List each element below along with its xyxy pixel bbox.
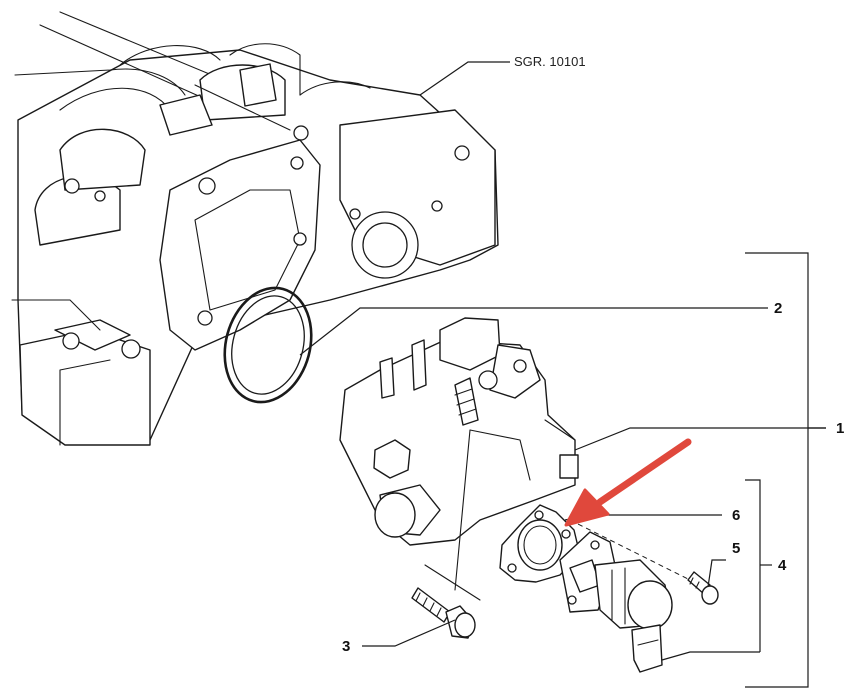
callout-6: 6	[732, 507, 740, 524]
reference-label: SGR. 10101	[514, 54, 586, 69]
pressure-regulator	[559, 531, 673, 673]
callout-5: 5	[732, 540, 740, 557]
callout-1: 1	[836, 420, 844, 437]
highlight-arrow	[564, 438, 692, 527]
high-pressure-pump	[339, 317, 579, 546]
callout-4: 4	[778, 557, 787, 574]
leader-lines	[299, 61, 826, 688]
callout-3: 3	[342, 638, 350, 655]
mounting-bolt	[411, 587, 476, 639]
cylinder-head-assembly	[11, 11, 499, 446]
callout-2: 2	[774, 300, 782, 317]
regulator-screw	[687, 571, 719, 605]
